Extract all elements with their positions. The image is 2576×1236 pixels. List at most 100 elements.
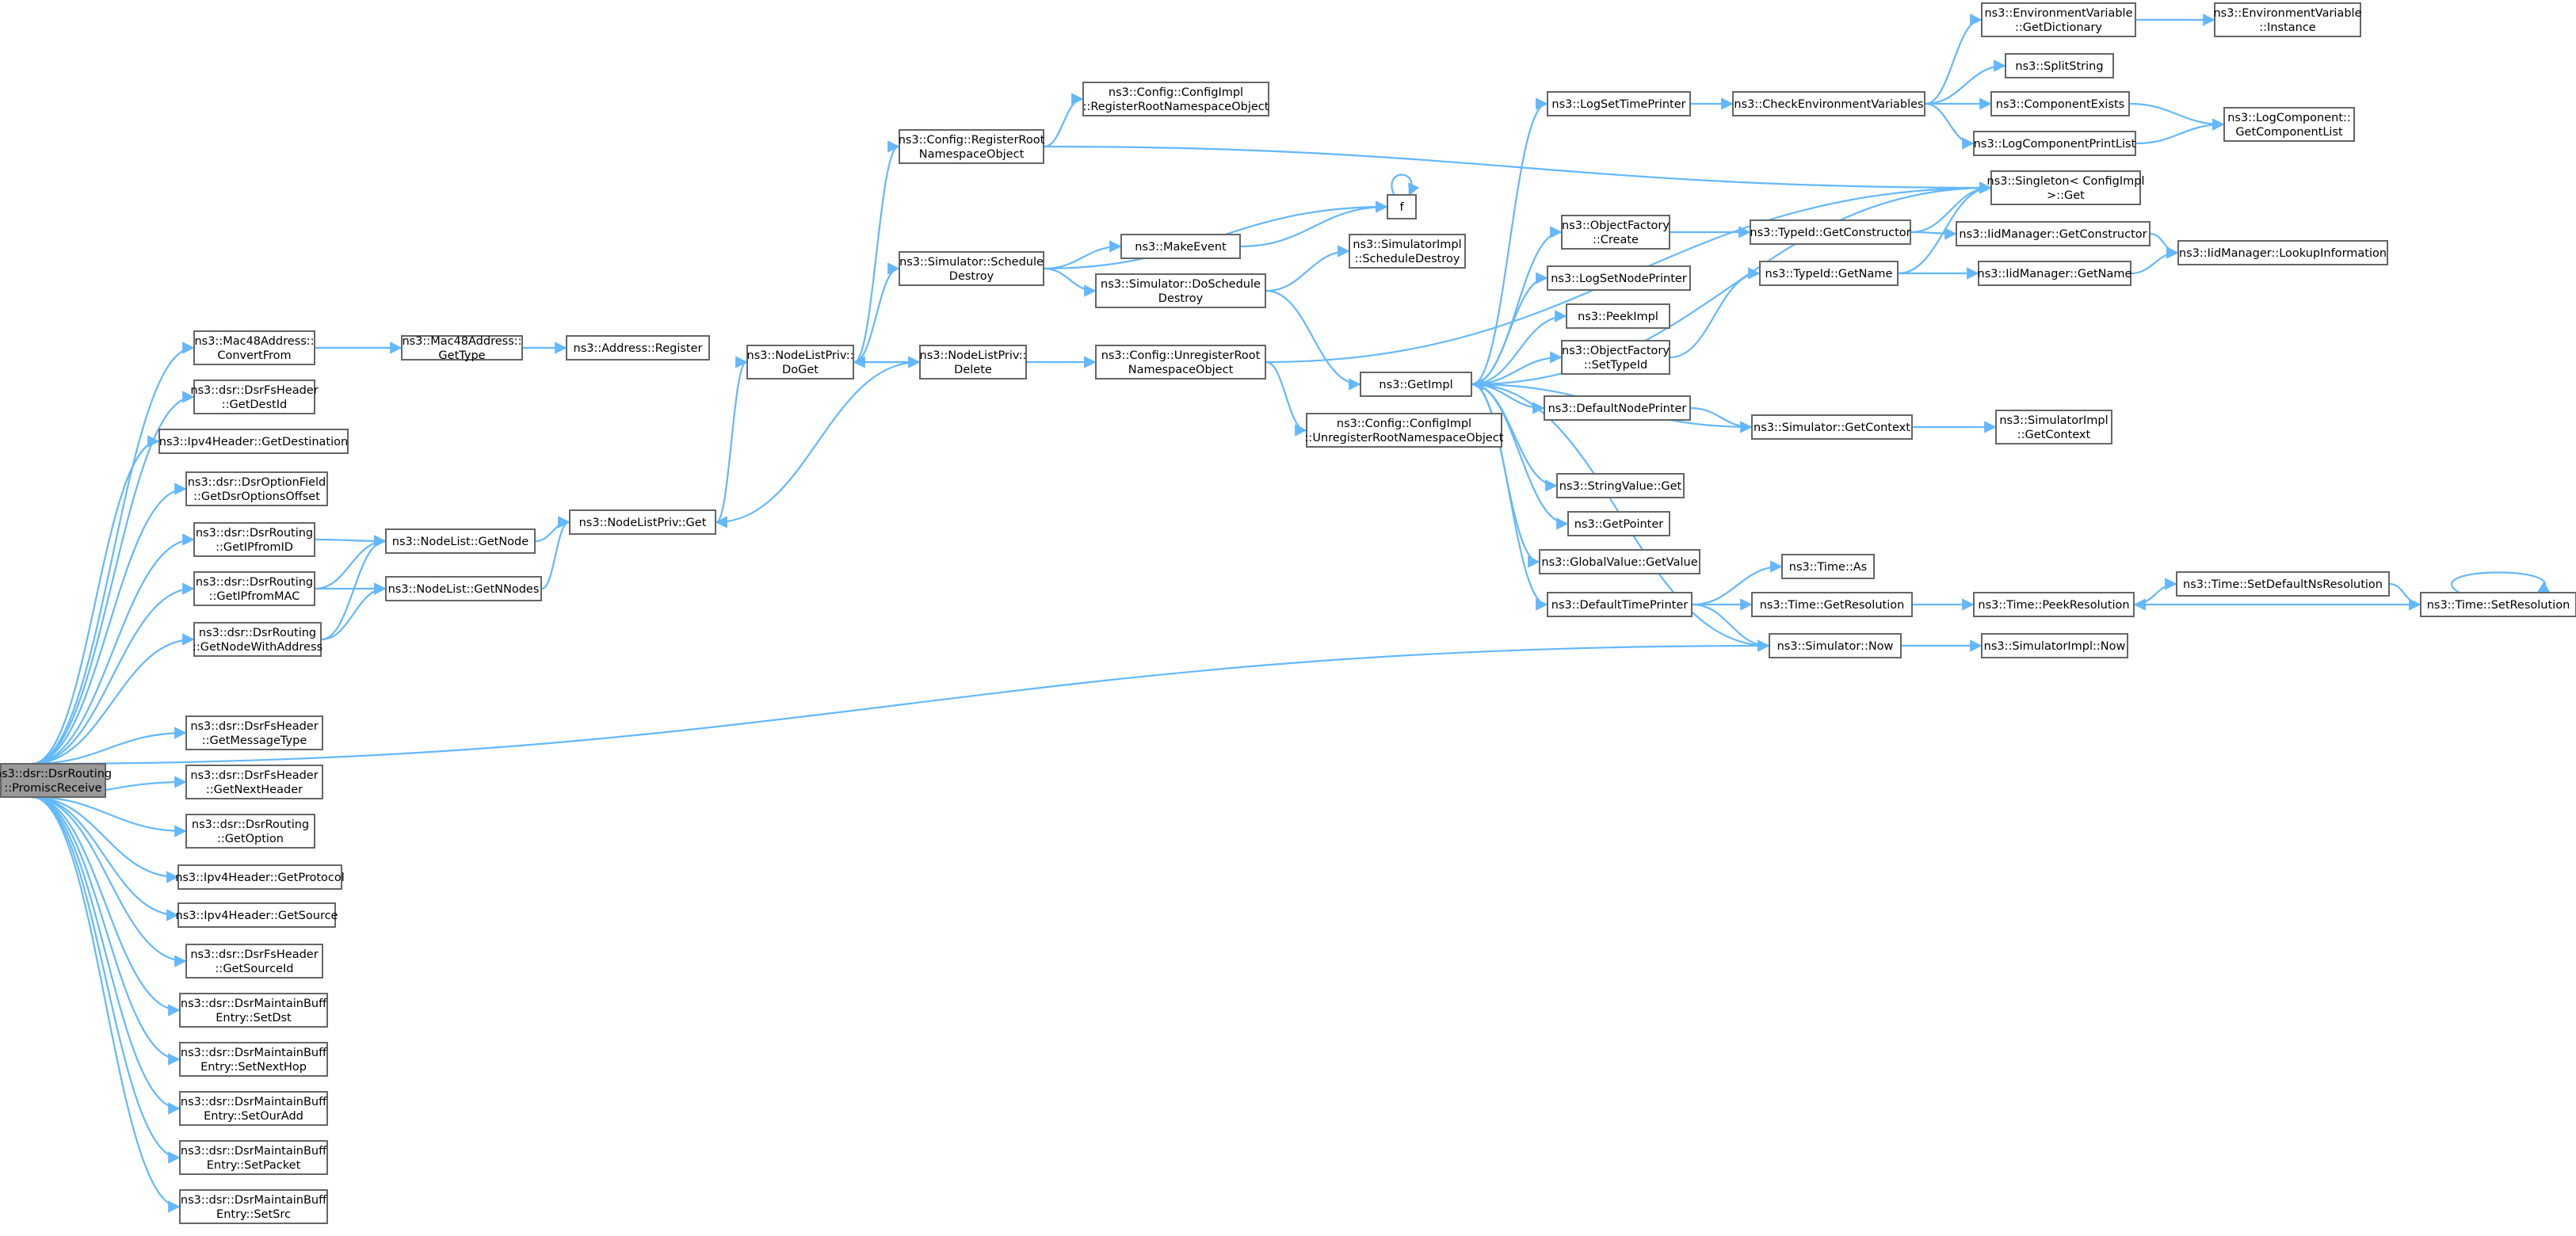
node-iid-getctor[interactable]: ns3::IidManager::GetConstructor — [1956, 221, 2150, 246]
node-cfgimpl-register[interactable]: ns3::Config::ConfigImpl::RegisterRootNam… — [1082, 82, 1269, 116]
edge-line — [1391, 174, 1420, 196]
node-fs-sourceid[interactable]: ns3::dsr::DsrFsHeader::GetSourceId — [185, 944, 323, 978]
node-nl-getnnodes[interactable]: ns3::NodeList::GetNNodes — [385, 576, 542, 601]
node-default-node-printer[interactable]: ns3::DefaultNodePrinter — [1544, 395, 1691, 421]
node-env-getdict[interactable]: ns3::EnvironmentVariable::GetDictionary — [1981, 2, 2136, 37]
node-time-setres[interactable]: ns3::Time::SetResolution — [2420, 592, 2576, 617]
node-box — [385, 528, 536, 554]
node-ipv4-source[interactable]: ns3::Ipv4Header::GetSource — [176, 902, 338, 928]
node-sim-sched-destroy[interactable]: ns3::Simulator::ScheduleDestroy — [899, 251, 1044, 286]
node-iid-getname[interactable]: ns3::IidManager::GetName — [1978, 261, 2132, 286]
node-ipv4-dest[interactable]: ns3::Ipv4Header::GetDestination — [158, 429, 349, 454]
node-stringvalue-get[interactable]: ns3::StringValue::Get — [1556, 473, 1685, 498]
node-getimpl[interactable]: ns3::GetImpl — [1360, 372, 1472, 397]
node-label-line: ::UnregisterRootNamespaceObject — [1305, 432, 1504, 444]
node-f[interactable]: f — [1387, 194, 1417, 219]
edge-line — [32, 483, 187, 765]
node-mac-gettype[interactable]: ns3::Mac48Address::GetType — [401, 335, 523, 362]
node-box — [1387, 194, 1417, 219]
node-sim-now[interactable]: ns3::Simulator::Now — [1769, 633, 1902, 658]
node-peekimpl[interactable]: ns3::PeekImpl — [1566, 303, 1670, 329]
node-objfactory-settypeid[interactable]: ns3::ObjectFactory::SetTypeId — [1561, 340, 1670, 375]
node-simimpl-sched[interactable]: ns3::SimulatorImpl::ScheduleDestroy — [1349, 234, 1466, 269]
node-simimpl-getcontext[interactable]: ns3::SimulatorImpl::GetContext — [1995, 410, 2112, 444]
node-label-line: ns3::NodeListPriv::Get — [579, 517, 707, 529]
node-label-line: ns3::DefaultNodePrinter — [1548, 402, 1687, 415]
node-label-line: ns3::dsr::DsrFsHeader — [190, 384, 318, 397]
node-opt-offset[interactable]: ns3::dsr::DsrOptionField::GetDsrOptionsO… — [185, 471, 328, 506]
node-cfg-register[interactable]: ns3::Config::RegisterRootNamespaceObject — [899, 129, 1045, 164]
node-mb-setouradd[interactable]: ns3::dsr::DsrMaintainBuffEntry::SetOurAd… — [179, 1091, 328, 1126]
node-log-get-list[interactable]: ns3::LogComponent::GetComponentList — [2223, 107, 2355, 142]
node-sim-getcontext[interactable]: ns3::Simulator::GetContext — [1751, 414, 1913, 440]
node-time-peekres[interactable]: ns3::Time::PeekResolution — [1973, 592, 2135, 617]
node-mb-setpacket[interactable]: ns3::dsr::DsrMaintainBuffEntry::SetPacke… — [179, 1140, 328, 1175]
edge-log_comp_list-to-log_get_list — [2135, 118, 2225, 145]
edge-getimpl-to-log_node_printer — [1471, 272, 1548, 386]
node-box — [2223, 107, 2355, 142]
node-mac-convert[interactable]: ns3::Mac48Address::ConvertFrom — [193, 330, 315, 365]
node-box — [193, 522, 315, 557]
node-label-line: ns3::dsr::DsrFsHeader — [190, 948, 318, 961]
edge-line — [1471, 383, 1569, 530]
edge-line — [1471, 383, 1548, 611]
edge-nlp_get-to-nlp_doget — [716, 356, 748, 524]
node-log-time-printer[interactable]: ns3::LogSetTimePrinter — [1547, 91, 1691, 116]
node-check-env[interactable]: ns3::CheckEnvironmentVariables — [1732, 91, 1925, 116]
node-split-string[interactable]: ns3::SplitString — [2005, 53, 2114, 78]
node-label-line: ns3::Time::GetResolution — [1760, 599, 1905, 612]
node-cfg-unregister[interactable]: ns3::Config::UnregisterRootNamespaceObje… — [1095, 345, 1266, 380]
node-box — [193, 380, 315, 414]
edge-root-to-mb_setnexthop — [32, 795, 181, 1066]
node-fs-msgtype[interactable]: ns3::dsr::DsrFsHeader::GetMessageType — [185, 715, 323, 750]
node-nlp-get[interactable]: ns3::NodeListPriv::Get — [569, 509, 716, 535]
node-addr-register[interactable]: ns3::Address::Register — [566, 335, 710, 360]
node-dsr-getoption[interactable]: ns3::dsr::DsrRouting::GetOption — [185, 814, 315, 849]
node-label-line: ns3::dsr::DsrMaintainBuff — [181, 1096, 327, 1108]
edge-line — [1925, 13, 1983, 105]
node-ipv4-proto[interactable]: ns3::Ipv4Header::GetProtocol — [175, 864, 345, 890]
node-mb-setnexthop[interactable]: ns3::dsr::DsrMaintainBuffEntry::SetNextH… — [179, 1042, 328, 1077]
node-root[interactable]: ns3::dsr::DsrRouting::PromiscReceive — [0, 763, 112, 798]
node-fs-destid[interactable]: ns3::dsr::DsrFsHeader::GetDestId — [190, 380, 319, 414]
node-label-line: ns3::Simulator::Schedule — [899, 256, 1044, 269]
node-env-instance[interactable]: ns3::EnvironmentVariable::Instance — [2213, 2, 2362, 37]
edge-comp_exists-to-log_get_list — [2129, 102, 2225, 131]
node-label-line: ::GetSourceId — [216, 963, 294, 975]
node-fs-nextheader[interactable]: ns3::dsr::DsrFsHeader::GetNextHeader — [185, 765, 323, 799]
node-cfgimpl-unregister[interactable]: ns3::Config::ConfigImpl::UnregisterRootN… — [1305, 413, 1504, 448]
node-time-as[interactable]: ns3::Time::As — [1781, 554, 1875, 579]
node-objfactory-create[interactable]: ns3::ObjectFactory::Create — [1561, 215, 1670, 250]
node-typeid-getctor[interactable]: ns3::TypeId::GetConstructor — [1750, 219, 1911, 245]
node-label-line: NamespaceObject — [919, 148, 1025, 161]
node-label-line: ns3::Simulator::Now — [1777, 640, 1894, 653]
node-nl-getnode[interactable]: ns3::NodeList::GetNode — [385, 528, 536, 554]
node-globalvalue-get[interactable]: ns3::GlobalValue::GetValue — [1539, 549, 1700, 574]
node-make-event[interactable]: ns3::MakeEvent — [1120, 234, 1241, 259]
node-time-setdefres[interactable]: ns3::Time::SetDefaultNsResolution — [2176, 571, 2390, 597]
node-log-comp-list[interactable]: ns3::LogComponentPrintList — [1973, 131, 2136, 156]
node-comp-exists[interactable]: ns3::ComponentExists — [1990, 91, 2130, 116]
node-node-w-addr[interactable]: ns3::dsr::DsrRouting::GetNodeWithAddress — [193, 622, 322, 657]
node-ip-from-id[interactable]: ns3::dsr::DsrRouting::GetIPfromID — [193, 522, 315, 557]
node-singleton-get[interactable]: ns3::Singleton< ConfigImpl>::Get — [1987, 170, 2145, 205]
node-box — [2176, 571, 2390, 597]
node-time-getres[interactable]: ns3::Time::GetResolution — [1751, 592, 1913, 617]
node-simimpl-now[interactable]: ns3::SimulatorImpl::Now — [1981, 633, 2128, 658]
node-nlp-delete[interactable]: ns3::NodeListPriv::Delete — [919, 345, 1027, 380]
node-getpointer[interactable]: ns3::GetPointer — [1567, 511, 1670, 536]
node-label-line: ns3::dsr::DsrRouting — [0, 768, 112, 780]
edge-line — [315, 535, 387, 590]
node-default-time-printer[interactable]: ns3::DefaultTimePrinter — [1547, 592, 1693, 617]
node-box — [1973, 131, 2136, 156]
node-box — [185, 765, 323, 799]
node-ip-from-mac[interactable]: ns3::dsr::DsrRouting::GetIPfromMAC — [193, 571, 315, 606]
node-nlp-doget[interactable]: ns3::NodeListPriv::DoGet — [746, 345, 854, 380]
node-iid-lookup[interactable]: ns3::IidManager::LookupInformation — [2177, 240, 2388, 265]
node-label-line: Entry::SetPacket — [207, 1159, 301, 1172]
node-typeid-getname[interactable]: ns3::TypeId::GetName — [1759, 261, 1899, 286]
node-log-node-printer[interactable]: ns3::LogSetNodePrinter — [1547, 265, 1691, 291]
